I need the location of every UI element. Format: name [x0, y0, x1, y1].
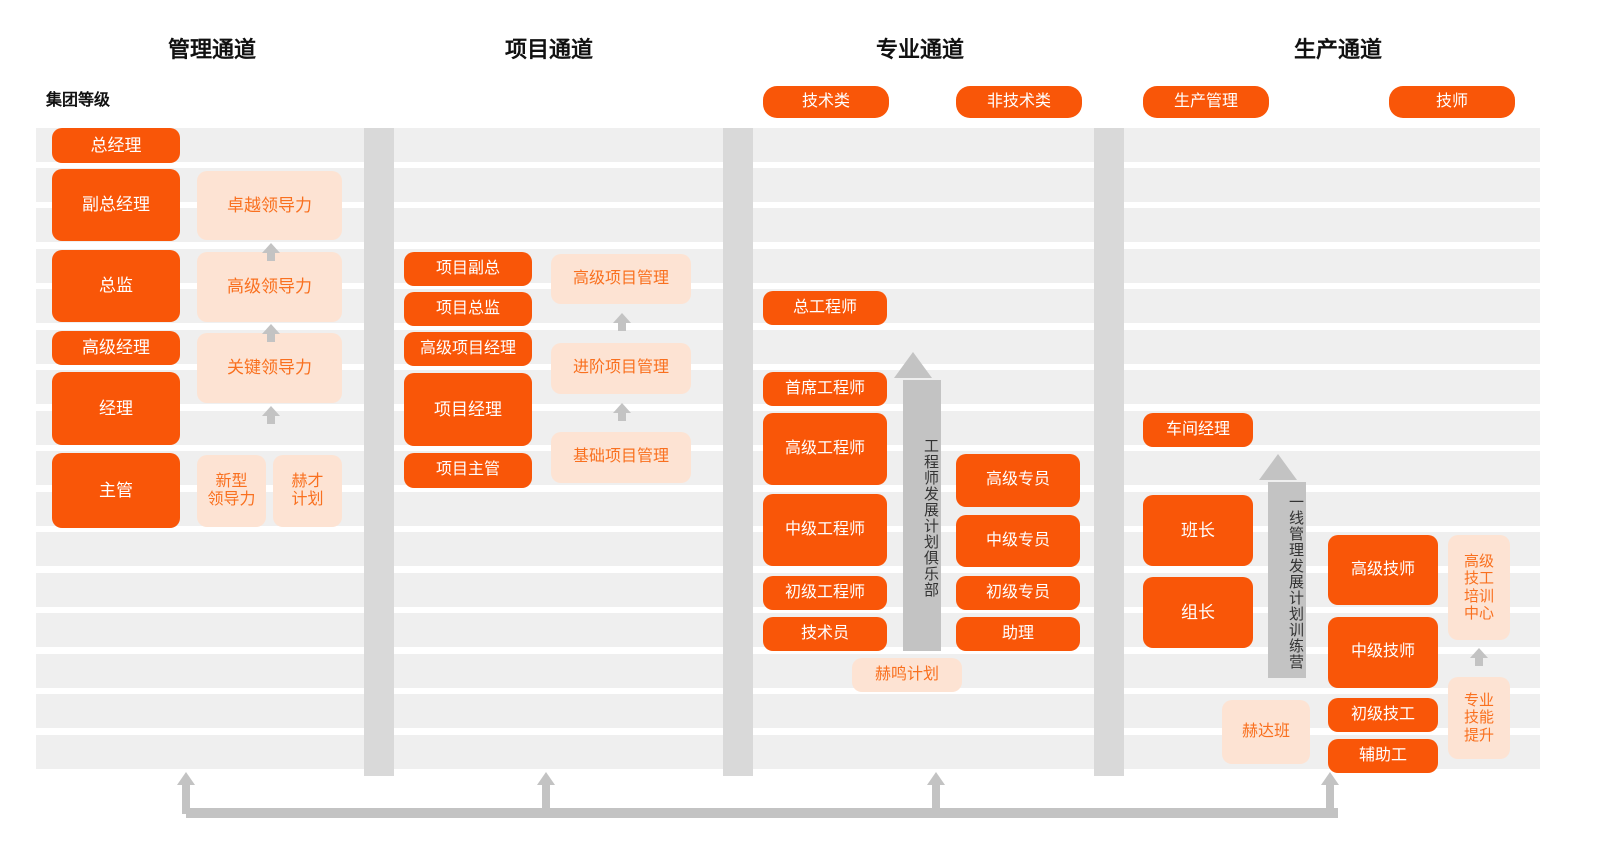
arrow-up-icon: [262, 243, 280, 253]
production-tech-box-3[interactable]: 辅助工: [1328, 739, 1438, 773]
connector-stem-1: [542, 784, 550, 814]
professional-nontech-box-1[interactable]: 中级专员: [956, 515, 1080, 567]
column-separator-2: [1094, 128, 1124, 776]
production-tech-box-0[interactable]: 高级技师: [1328, 535, 1438, 605]
professional-nontech-box-3[interactable]: 助理: [956, 617, 1080, 651]
production-program-box-0[interactable]: 高级 技工 培训 中心: [1448, 535, 1510, 640]
row-stripe-13: [36, 654, 1540, 688]
row-stripe-15: [36, 735, 1540, 769]
project-progress-arrow-1: [613, 403, 631, 421]
grade-scale-label: 集团等级: [46, 92, 111, 109]
production-tech-box-1[interactable]: 中级技师: [1328, 617, 1438, 688]
category-pill-0[interactable]: 技术类: [763, 86, 889, 118]
production-mgmt-box-2[interactable]: 组长: [1143, 577, 1253, 648]
project-program-box-1[interactable]: 进阶项目管理: [551, 343, 691, 394]
arrow-up-icon: [262, 406, 280, 416]
professional-program-box-0[interactable]: 赫鸣计划: [852, 658, 962, 692]
professional-tech-box-4[interactable]: 初级工程师: [763, 576, 887, 610]
bottom-connector-bar: [0, 768, 1600, 838]
arrow-shaft: [267, 334, 275, 342]
row-stripe-14: [36, 694, 1540, 728]
frontline-development-rail[interactable]: 一线管理发展计划训练营: [1268, 482, 1306, 678]
arrow-up-icon: [613, 313, 631, 323]
professional-tech-box-3[interactable]: 中级工程师: [763, 494, 887, 566]
management-progress-arrow-1: [262, 324, 280, 342]
connector-arrow-up-icon-0: [177, 772, 195, 785]
arrow-shaft: [267, 416, 275, 424]
production-mgmt-box-0[interactable]: 车间经理: [1143, 413, 1253, 447]
professional-nontech-box-0[interactable]: 高级专员: [956, 454, 1080, 507]
production-program-box-2[interactable]: 赫达班: [1222, 700, 1310, 764]
project-grade-box-0[interactable]: 项目副总: [404, 252, 532, 286]
channel-title-3: 生产通道: [1293, 37, 1383, 62]
project-grade-box-3[interactable]: 项目经理: [404, 373, 532, 446]
channel-title-0: 管理通道: [167, 37, 257, 62]
category-pill-2[interactable]: 生产管理: [1143, 86, 1269, 118]
management-grade-box-0[interactable]: 总经理: [52, 128, 180, 163]
management-grade-box-1[interactable]: 副总经理: [52, 169, 180, 241]
project-grade-box-2[interactable]: 高级项目经理: [404, 332, 532, 366]
management-program-box-3[interactable]: 新型 领导力: [197, 455, 266, 527]
management-program-box-4[interactable]: 赫才 计划: [273, 455, 342, 527]
professional-tech-box-0[interactable]: 总工程师: [763, 291, 887, 325]
connector-arrow-up-icon-1: [537, 772, 555, 785]
professional-tech-box-5[interactable]: 技术员: [763, 617, 887, 651]
row-stripe-0: [36, 128, 1540, 162]
management-grade-box-3[interactable]: 高级经理: [52, 331, 180, 365]
management-grade-box-4[interactable]: 经理: [52, 372, 180, 445]
arrow-up-icon: [613, 403, 631, 413]
arrow-shaft: [267, 253, 275, 261]
engineer-development-rail-arrow-up-icon: [894, 352, 932, 378]
management-grade-box-5[interactable]: 主管: [52, 453, 180, 528]
management-progress-arrow-2: [262, 406, 280, 424]
frontline-development-rail-arrow-up-icon: [1259, 454, 1297, 480]
connector-stem-3: [1326, 784, 1334, 814]
arrow-up-icon: [262, 324, 280, 334]
category-pill-3[interactable]: 技师: [1389, 86, 1515, 118]
arrow-up-icon: [1470, 648, 1488, 658]
arrow-shaft: [618, 413, 626, 421]
project-progress-arrow-0: [613, 313, 631, 331]
category-pill-1[interactable]: 非技术类: [956, 86, 1082, 118]
channel-title-1: 项目通道: [504, 37, 594, 62]
channel-title-2: 专业通道: [875, 37, 965, 62]
connector-bar-line: [186, 808, 1338, 818]
arrow-shaft: [1475, 658, 1483, 666]
project-program-box-2[interactable]: 基础项目管理: [551, 432, 691, 483]
production-program-box-1[interactable]: 专业 技能 提升: [1448, 677, 1510, 759]
connector-arrow-up-icon-2: [927, 772, 945, 785]
professional-tech-box-2[interactable]: 高级工程师: [763, 413, 887, 485]
professional-tech-box-1[interactable]: 首席工程师: [763, 372, 887, 406]
management-program-box-0[interactable]: 卓越领导力: [197, 171, 342, 240]
management-program-box-2[interactable]: 关键领导力: [197, 333, 342, 403]
project-grade-box-1[interactable]: 项目总监: [404, 292, 532, 326]
column-separator-0: [364, 128, 394, 776]
connector-stem-2: [932, 784, 940, 814]
arrow-shaft: [618, 323, 626, 331]
production-tech-box-2[interactable]: 初级技工: [1328, 698, 1438, 732]
connector-arrow-up-icon-3: [1321, 772, 1339, 785]
production-progress-arrow-0: [1470, 648, 1488, 666]
engineer-development-rail[interactable]: 工程师发展计划俱乐部: [903, 380, 941, 651]
connector-stem-0: [182, 784, 190, 814]
management-program-box-1[interactable]: 高级领导力: [197, 252, 342, 322]
production-mgmt-box-1[interactable]: 班长: [1143, 495, 1253, 566]
column-separator-1: [723, 128, 753, 776]
project-program-box-0[interactable]: 高级项目管理: [551, 254, 691, 304]
management-progress-arrow-0: [262, 243, 280, 261]
professional-nontech-box-2[interactable]: 初级专员: [956, 576, 1080, 610]
management-grade-box-2[interactable]: 总监: [52, 250, 180, 322]
project-grade-box-4[interactable]: 项目主管: [404, 453, 532, 488]
